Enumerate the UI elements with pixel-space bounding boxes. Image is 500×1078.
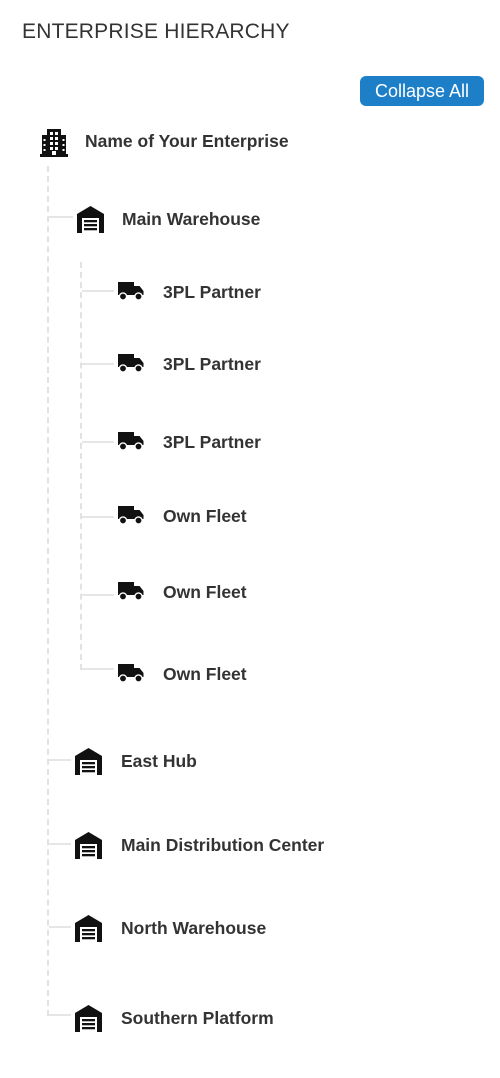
tree-node-label: 3PL Partner [163, 354, 261, 374]
tree-connector-h-child-1 [82, 290, 114, 292]
tree-node-label: East Hub [121, 751, 197, 771]
tree-node-site[interactable]: North Warehouse [0, 908, 500, 948]
truck-icon [118, 282, 144, 301]
tree-node-label: Main Distribution Center [121, 835, 325, 855]
tree-node-label: Own Fleet [163, 664, 247, 684]
tree-node-site[interactable]: Southern Platform [0, 998, 500, 1038]
tree-connector-h-southern-platform [49, 1014, 71, 1016]
building-icon [40, 129, 68, 157]
warehouse-icon [75, 832, 102, 859]
tree-node-child[interactable]: Own Fleet [0, 572, 500, 612]
truck-icon [118, 664, 144, 683]
tree-connector-h-north-warehouse [49, 926, 71, 928]
truck-icon [118, 582, 144, 601]
tree-node-site[interactable]: East Hub [0, 741, 500, 781]
tree-node-child[interactable]: 3PL Partner [0, 344, 500, 384]
tree-node-label: Main Warehouse [122, 209, 261, 229]
tree-connector-h-child-6 [82, 668, 114, 670]
tree-connector-h-child-4 [82, 516, 114, 518]
tree-node-root[interactable]: Name of Your Enterprise [0, 122, 500, 162]
tree-node-child[interactable]: 3PL Partner [0, 422, 500, 462]
tree-node-label: North Warehouse [121, 918, 267, 938]
collapse-all-button[interactable]: Collapse All [360, 76, 484, 106]
tree-connector-sub [80, 262, 82, 670]
tree-connector-main [47, 166, 49, 1016]
tree-node-label: Name of Your Enterprise [85, 131, 289, 151]
truck-icon [118, 432, 144, 451]
tree-connector-h-child-5 [82, 594, 114, 596]
warehouse-icon [77, 206, 104, 233]
tree-node-label: 3PL Partner [163, 282, 261, 302]
tree-connector-h-main-warehouse [49, 216, 73, 218]
warehouse-icon [75, 1005, 102, 1032]
tree-node-site[interactable]: Main Distribution Center [0, 825, 500, 865]
page-title: ENTERPRISE HIERARCHY [22, 20, 290, 43]
truck-icon [118, 354, 144, 373]
warehouse-icon [75, 915, 102, 942]
tree-node-child[interactable]: 3PL Partner [0, 272, 500, 312]
tree-connector-h-main-distribution [49, 843, 71, 845]
tree-node-label: 3PL Partner [163, 432, 261, 452]
tree-node-main-warehouse[interactable]: Main Warehouse [0, 199, 500, 239]
tree-connector-h-child-3 [82, 441, 114, 443]
tree-node-child[interactable]: Own Fleet [0, 654, 500, 694]
truck-icon [118, 506, 144, 525]
tree-node-label: Own Fleet [163, 506, 247, 526]
tree-node-label: Own Fleet [163, 582, 247, 602]
tree-node-child[interactable]: Own Fleet [0, 496, 500, 536]
warehouse-icon [75, 748, 102, 775]
tree-connector-h-child-2 [82, 363, 114, 365]
tree-connector-h-east-hub [49, 759, 71, 761]
tree-node-label: Southern Platform [121, 1008, 274, 1028]
